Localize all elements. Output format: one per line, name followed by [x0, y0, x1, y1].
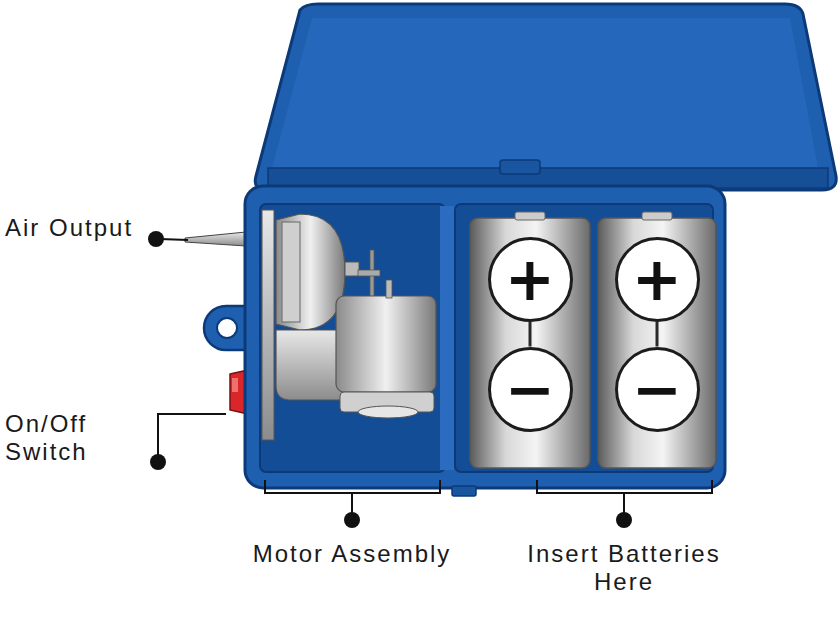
callout-label: On/Off Switch [5, 410, 153, 465]
batteries [470, 212, 716, 468]
polarity-sign: + [505, 249, 555, 309]
housing [245, 186, 725, 496]
terminal-circle: − [615, 347, 700, 432]
motor-assembly [262, 210, 436, 440]
lid [255, 4, 836, 190]
polarity-sign: + [632, 249, 682, 309]
polarity-sign: − [505, 359, 555, 419]
terminal-link [529, 322, 532, 347]
polarity-sign: − [632, 359, 682, 419]
callout-label: Air Output [5, 214, 147, 242]
terminal-circle: + [488, 237, 573, 322]
terminal-circle: + [615, 237, 700, 322]
air-nozzle [185, 232, 246, 246]
instruction-label: Insert Batteries Here [524, 540, 724, 595]
terminal-circle: − [488, 347, 573, 432]
hang-tab [204, 306, 248, 350]
part-label: Motor Assembly [247, 540, 457, 568]
terminal-link [656, 322, 659, 347]
leader-dots [148, 231, 632, 528]
